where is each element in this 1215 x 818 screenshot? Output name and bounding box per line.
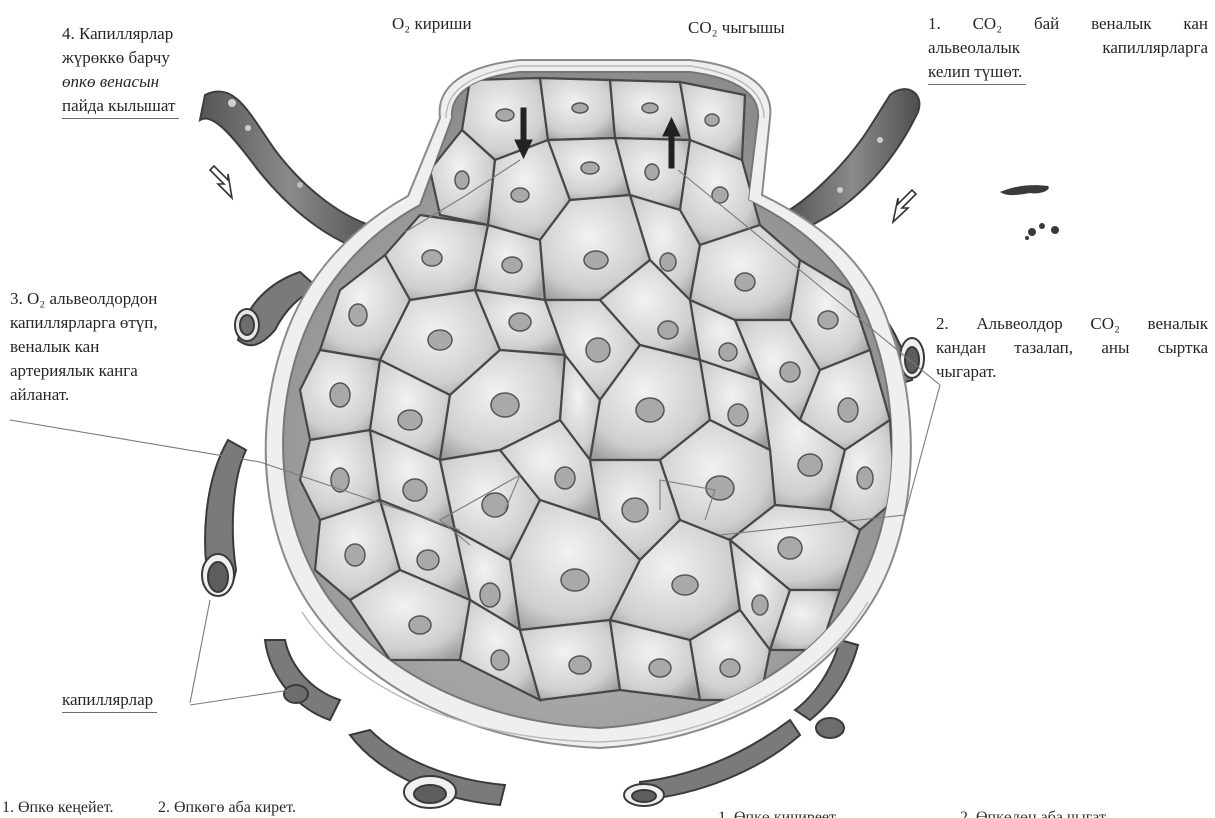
step1-label: 1. CO₂ бай веналык кан альвеолалык капил…: [928, 12, 1208, 85]
step3-line-3: веналык кан: [10, 335, 210, 359]
step3-line-5: айланат.: [10, 383, 210, 407]
bottom-left-item-1: 1. Өпкө кеңейет.: [2, 798, 113, 818]
capillaries-label-text: капиллярлар: [62, 688, 157, 713]
step2-line-3: чыгарат.: [936, 360, 1208, 384]
outflow-arrow-icon: [210, 166, 232, 198]
step2-line-2: кандан тазалап, аны сыртка: [936, 336, 1208, 360]
o2-in-label: O₂ кириши: [392, 12, 472, 36]
step1-line-1: 1. CO₂ бай веналык кан: [928, 12, 1208, 36]
pulmonary-vein-vessel: [200, 91, 380, 252]
step4-label: 4. Капиллярлар жүрөккө барчу өпкө венасы…: [62, 22, 212, 119]
bottom-left-item-2: 2. Өпкөгө аба кирет.: [158, 798, 296, 818]
step3-line-2: капиллярларга өтүп,: [10, 311, 210, 335]
step3-line-1: 3. O₂ альвеолдордон: [10, 287, 210, 311]
step4-line-4: пайда кылышат: [62, 94, 179, 119]
step4-line-2: жүрөккө барчу: [62, 46, 212, 70]
capillaries-label: капиллярлар: [62, 688, 157, 713]
step3-label: 3. O₂ альвеолдордон капиллярларга өтүп, …: [10, 287, 210, 407]
specks: [1000, 185, 1059, 240]
inflow-arrow-icon: [893, 190, 916, 222]
step4-line-1: 4. Капиллярлар: [62, 22, 212, 46]
step2-label: 2. Альвеолдор CO₂ веналык кандан тазалап…: [936, 312, 1208, 384]
co2-out-label: CO₂ чыгышы: [688, 16, 785, 40]
bottom-right-item-2: 2. Өпкөдөн аба чыгат: [960, 808, 1106, 818]
step3-line-4: артериялык канга: [10, 359, 210, 383]
step2-line-1: 2. Альвеолдор CO₂ веналык: [936, 312, 1208, 336]
step1-line-2: альвеолалык капиллярларга: [928, 36, 1208, 60]
step4-line-3: өпкө венасын: [62, 70, 212, 94]
step1-line-3: келип түшөт.: [928, 60, 1026, 85]
bottom-right-item-1: 1. Өпкө кичиреет: [718, 808, 836, 818]
